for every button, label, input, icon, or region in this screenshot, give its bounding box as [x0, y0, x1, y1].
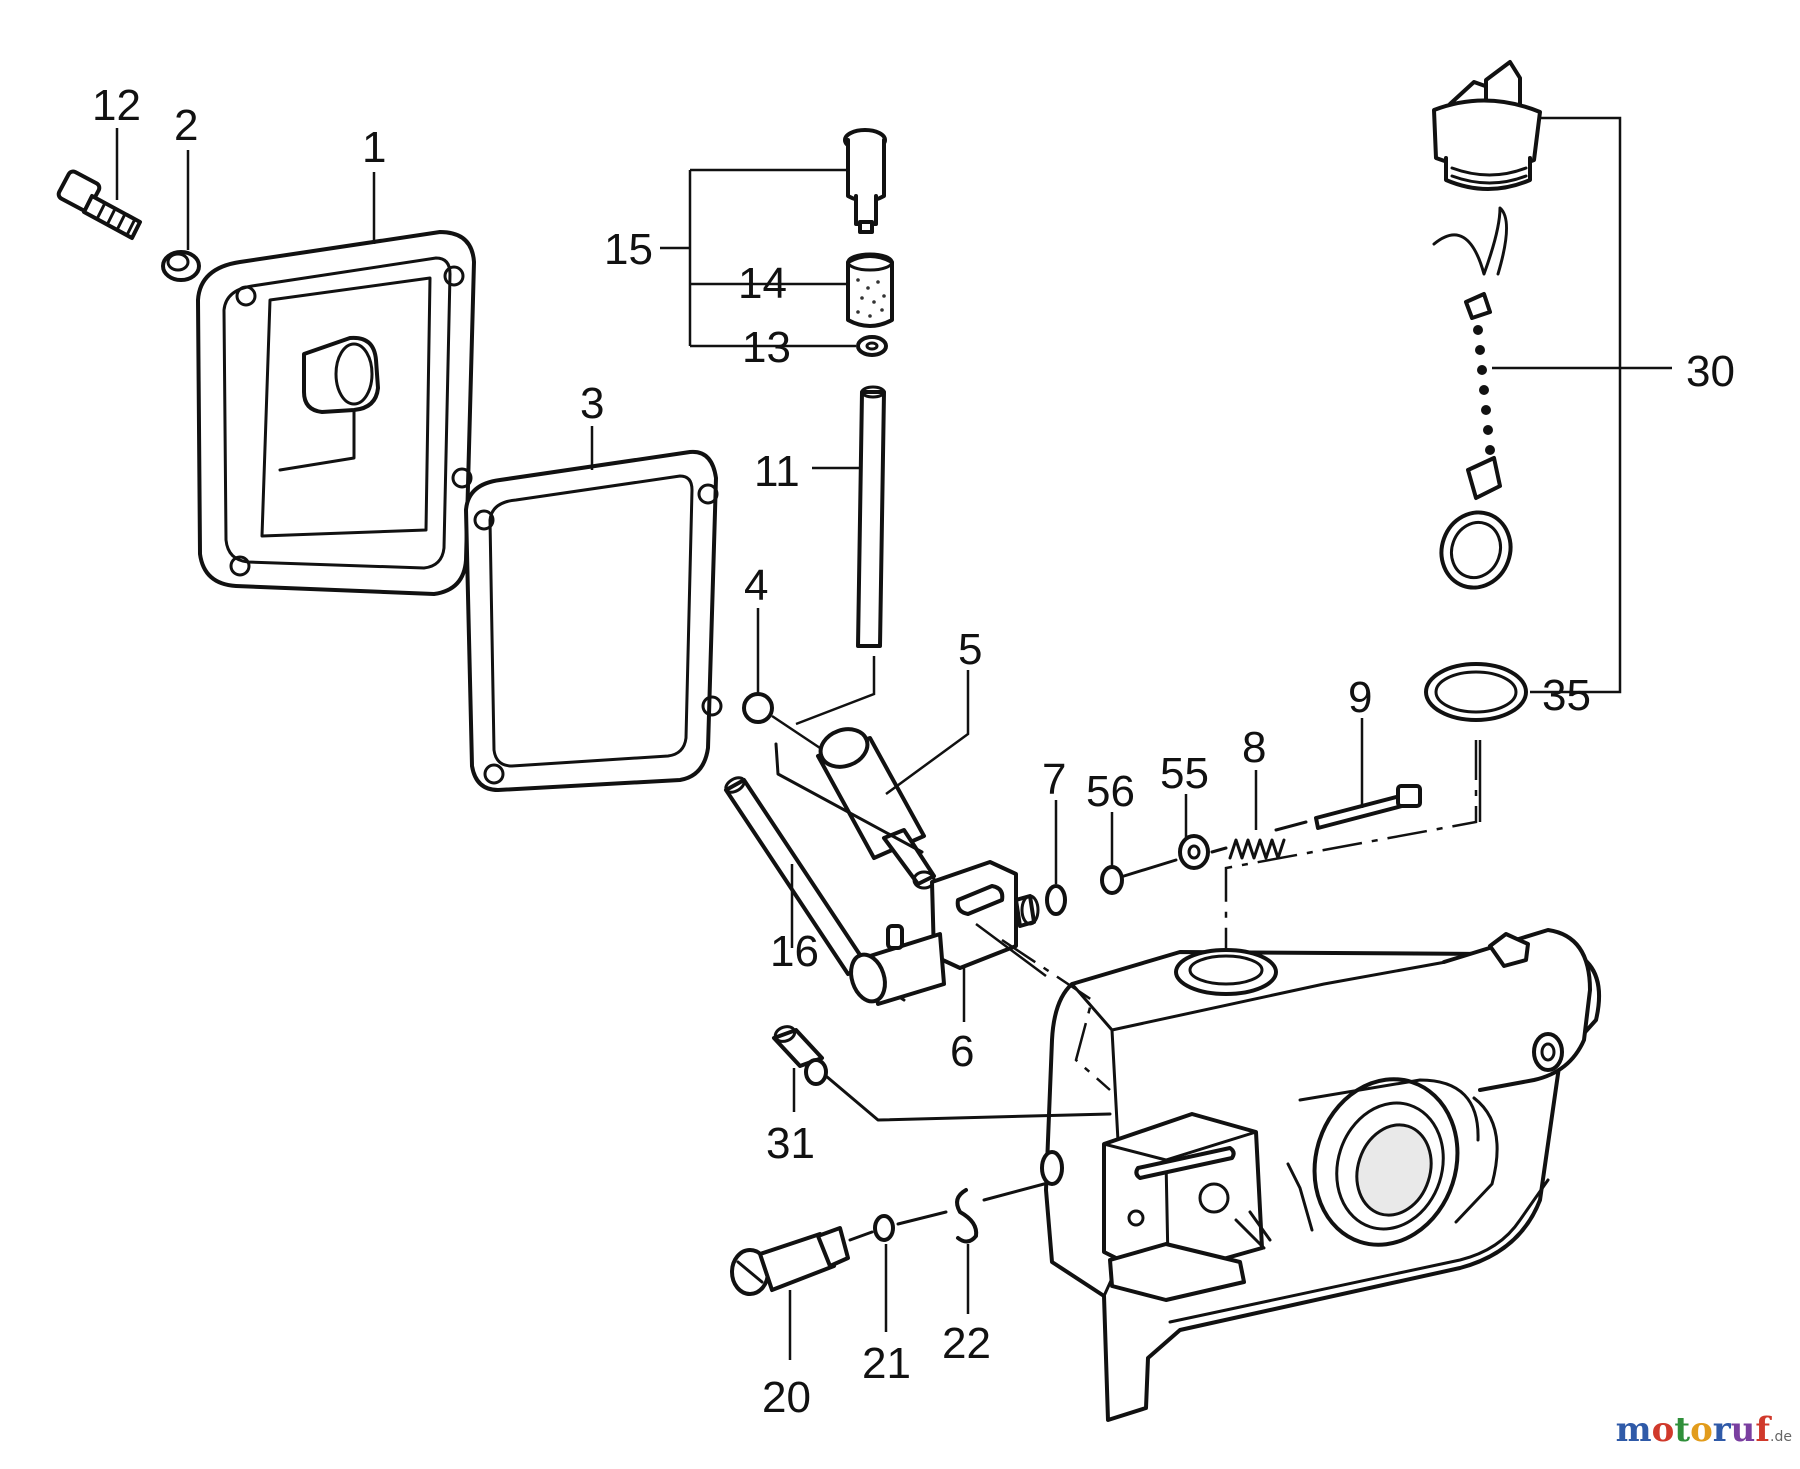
part-30-dipstick [1432, 60, 1542, 590]
assembly-line-35 [1224, 740, 1478, 948]
part-13-washer [856, 335, 888, 357]
part-35-oring [1424, 662, 1528, 722]
callout-56: 56 [1086, 767, 1135, 816]
part-3-gasket [464, 449, 723, 792]
callout-14: 14 [738, 259, 787, 308]
motoruf-logo: motoruf.de [1615, 1410, 1792, 1450]
part-7-oring [1045, 884, 1067, 916]
callout-13: 13 [742, 323, 791, 372]
callout-15: 15 [604, 225, 653, 274]
part-12-screw [56, 169, 142, 240]
part-2-sleeve [161, 250, 201, 282]
callout-12: 12 [92, 81, 141, 130]
callout-3: 3 [580, 379, 604, 428]
callout-labels: 12 2 1 3 15 14 13 11 4 5 16 6 7 56 55 8 … [92, 81, 1735, 1422]
part-4-ball [742, 692, 774, 724]
callout-30: 30 [1686, 347, 1735, 396]
assembly-line-6 [1001, 938, 1111, 1091]
part-21-oring [873, 1214, 895, 1242]
callout-6: 6 [950, 1027, 974, 1076]
part-20-screw [730, 1226, 850, 1296]
callout-4: 4 [744, 561, 768, 610]
callout-11: 11 [754, 447, 800, 496]
part-14-filter [846, 252, 894, 328]
part-31-nipple [772, 1025, 828, 1086]
logo-tld: .de [1770, 1429, 1792, 1445]
part-22-clip [955, 1188, 979, 1244]
callout-2: 2 [174, 101, 198, 150]
part-56-oring [1100, 865, 1124, 895]
part-6-pump-body [849, 860, 1040, 1006]
part-15-valve [843, 128, 887, 234]
callout-55: 55 [1160, 749, 1209, 798]
part-8-spring [1228, 838, 1286, 860]
callout-35: 35 [1542, 671, 1591, 720]
callout-9: 9 [1348, 673, 1372, 722]
callout-1: 1 [362, 123, 386, 172]
callout-22: 22 [942, 1319, 991, 1368]
callout-31: 31 [766, 1119, 815, 1168]
callout-20: 20 [762, 1373, 811, 1422]
part-55-washer [1178, 834, 1210, 870]
part-11-tube [856, 385, 886, 648]
callout-21: 21 [862, 1339, 911, 1388]
gear-housing [1040, 928, 1601, 1422]
part-1-cover [196, 230, 476, 596]
callout-16: 16 [770, 927, 819, 976]
callout-5: 5 [958, 625, 982, 674]
callout-8: 8 [1242, 723, 1266, 772]
part-9-screw [1314, 784, 1422, 830]
callout-7: 7 [1042, 755, 1066, 804]
